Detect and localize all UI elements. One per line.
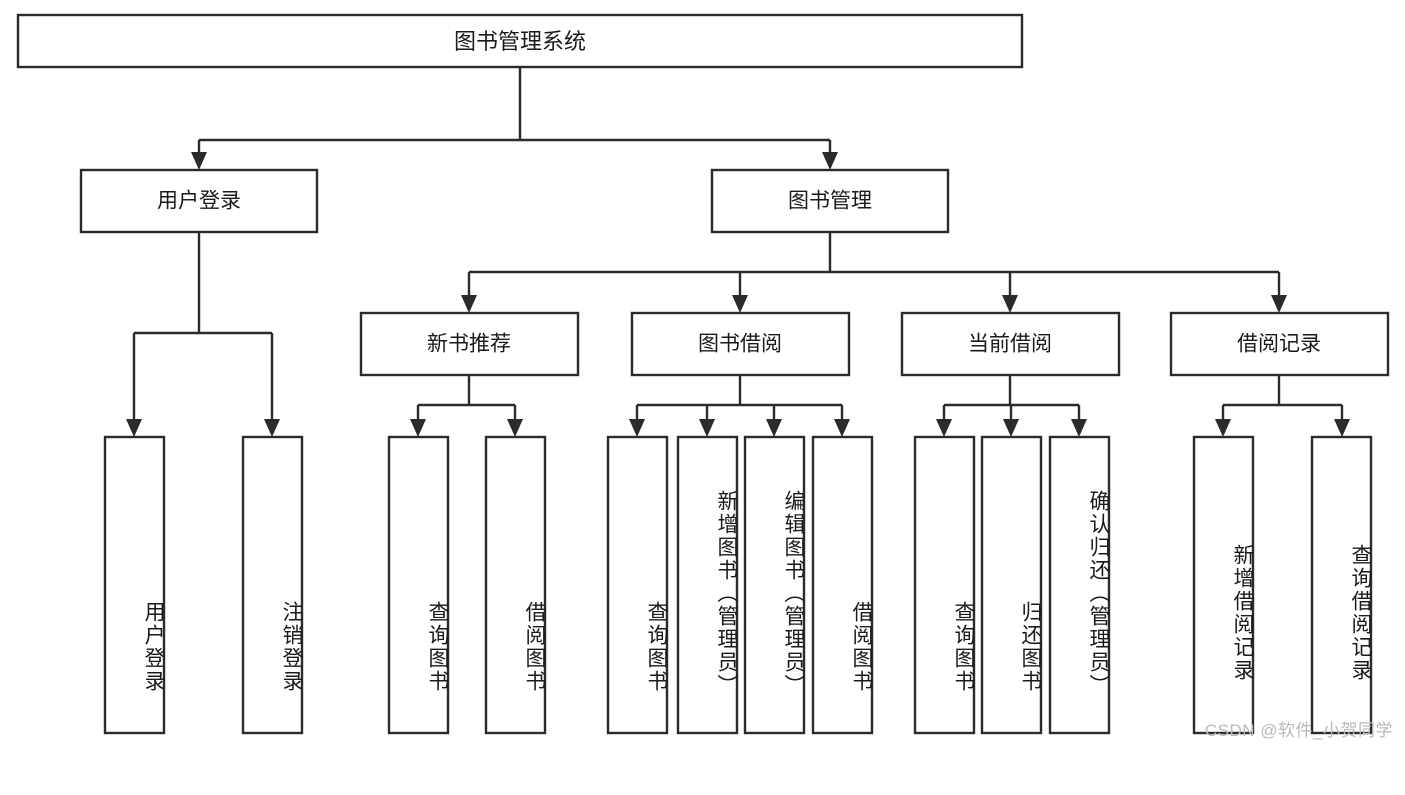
node-user-login-label: 用户登录	[157, 190, 241, 213]
leaf-confirm-return-box[interactable]	[1048, 435, 1111, 735]
arrow-user-login-l2	[264, 419, 280, 437]
arrow-bm-to-borrow-record	[1271, 295, 1287, 313]
node-new-book-recommend-box[interactable]	[359, 311, 580, 377]
leaf-query-borrow-record-box[interactable]	[1310, 435, 1373, 735]
node-current-borrow-box[interactable]	[900, 311, 1121, 377]
leaf-return-book-box[interactable]	[980, 435, 1043, 735]
leaf-query-book-recommend-box[interactable]	[387, 435, 450, 735]
arrow-book-borrow-l3	[766, 419, 782, 437]
arrow-root-to-book-management	[822, 152, 838, 170]
node-current-borrow-label: 当前借阅	[968, 333, 1052, 356]
node-new-book-recommend[interactable]: 新书推荐	[359, 311, 580, 377]
node-book-management-box[interactable]	[710, 168, 950, 234]
leaf-borrow-book-box[interactable]	[811, 435, 874, 735]
arrow-root-to-user-login	[191, 152, 207, 170]
arrow-new-book-l2	[507, 419, 523, 437]
arrow-new-book-l1	[410, 419, 426, 437]
node-borrow-record[interactable]: 借阅记录	[1169, 311, 1390, 377]
leaf-query-book-borrow-box[interactable]	[606, 435, 669, 735]
arrow-current-borrow-l1	[936, 419, 952, 437]
leaf-add-book-box[interactable]	[676, 435, 739, 735]
leaf-borrow-book-recommend-box[interactable]	[484, 435, 547, 735]
hierarchy-diagram: 图书管理系统 用户登录 图书管理 新书推荐 图书借阅 当前借阅 借阅记录	[16, 13, 1390, 735]
arrow-book-borrow-l1	[629, 419, 645, 437]
node-root-label: 图书管理系统	[454, 29, 586, 54]
leaf-user-login-box[interactable]	[103, 435, 166, 735]
arrow-bm-to-current-borrow	[1002, 295, 1018, 313]
node-new-book-recommend-label: 新书推荐	[427, 333, 511, 356]
node-current-borrow[interactable]: 当前借阅	[900, 311, 1121, 377]
node-borrow-record-box[interactable]	[1169, 311, 1390, 377]
arrow-bm-to-book-borrow	[732, 295, 748, 313]
node-user-login[interactable]: 用户登录	[79, 168, 319, 234]
leaf-edit-book-box[interactable]	[743, 435, 806, 735]
leaf-logout-box[interactable]	[241, 435, 304, 735]
node-user-login-box[interactable]	[79, 168, 319, 234]
node-borrow-record-label: 借阅记录	[1237, 333, 1321, 356]
arrow-borrow-record-l2	[1334, 419, 1350, 437]
arrow-current-borrow-l2	[1003, 419, 1019, 437]
node-book-borrow-label: 图书借阅	[698, 333, 782, 356]
arrow-borrow-record-l1	[1215, 419, 1231, 437]
node-root-box[interactable]	[16, 13, 1024, 69]
arrow-bm-to-new-book	[461, 295, 477, 313]
leaf-boxes-group	[103, 435, 1373, 735]
connectors-group	[126, 67, 1350, 437]
diagram-canvas: 图书管理系统 用户登录 图书管理 新书推荐 图书借阅 当前借阅 借阅记录	[16, 13, 1393, 740]
node-root[interactable]: 图书管理系统	[16, 13, 1024, 69]
watermark-text: CSDN @软件_小贺同学	[1204, 721, 1393, 740]
node-book-management[interactable]: 图书管理	[710, 168, 950, 234]
leaf-query-book-current-box[interactable]	[913, 435, 976, 735]
arrow-book-borrow-l2	[699, 419, 715, 437]
arrow-current-borrow-l3	[1071, 419, 1087, 437]
arrow-user-login-l1	[126, 419, 142, 437]
node-book-borrow[interactable]: 图书借阅	[630, 311, 851, 377]
node-book-management-label: 图书管理	[788, 190, 872, 213]
arrow-book-borrow-l4	[834, 419, 850, 437]
leaf-add-borrow-record-box[interactable]	[1192, 435, 1255, 735]
node-book-borrow-box[interactable]	[630, 311, 851, 377]
